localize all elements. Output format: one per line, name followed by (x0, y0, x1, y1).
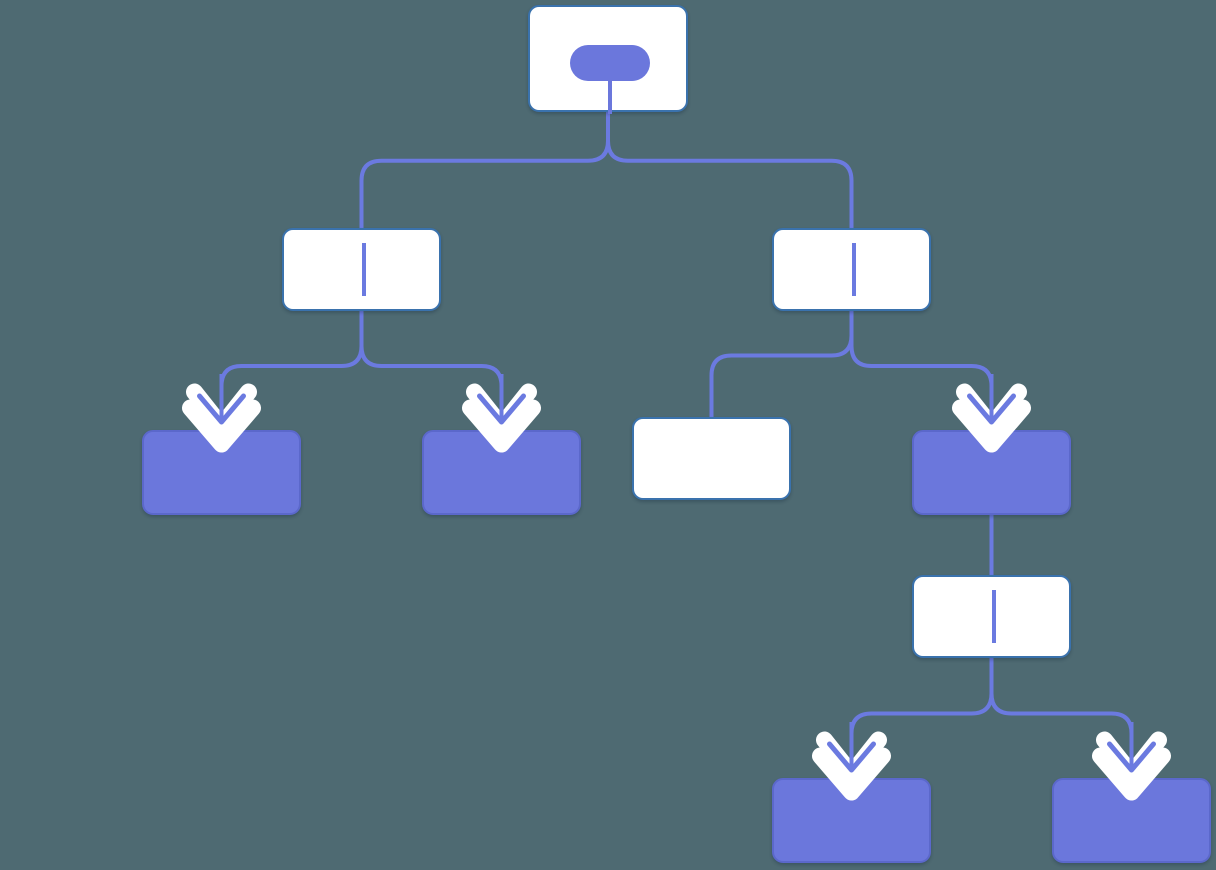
level3-leaf-b[interactable] (422, 430, 581, 515)
level5-leaf-a[interactable] (772, 778, 931, 863)
level2-right-card[interactable] (772, 228, 931, 311)
node-passthrough-connector (852, 243, 856, 296)
root-pill-badge (570, 45, 650, 81)
level3-branch-node[interactable] (912, 430, 1071, 515)
level3-plain-card[interactable] (632, 417, 791, 500)
node-passthrough-connector (362, 243, 366, 296)
root-card[interactable] (528, 5, 688, 112)
level3-leaf-a[interactable] (142, 430, 301, 515)
level4-card[interactable] (912, 575, 1071, 658)
level5-leaf-b[interactable] (1052, 778, 1211, 863)
node-passthrough-connector (992, 590, 996, 643)
root-pill-stem (608, 81, 612, 114)
level2-left-card[interactable] (282, 228, 441, 311)
